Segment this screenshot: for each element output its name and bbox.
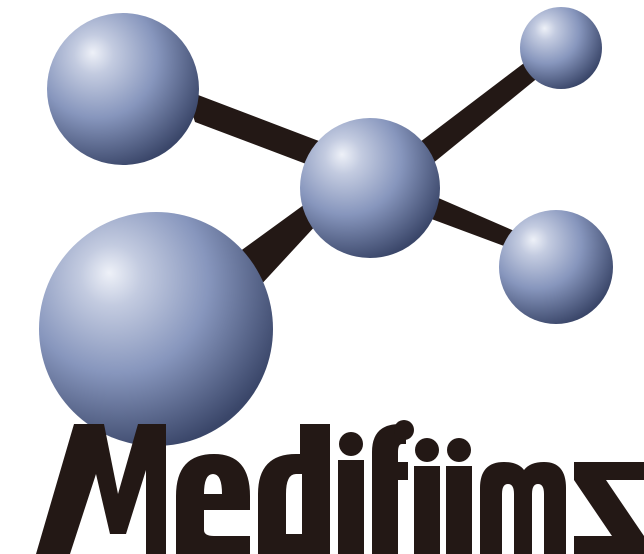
wordmark-letter-s [574, 462, 644, 554]
wordmark-letter-i2-dot [415, 438, 439, 462]
molecule-atoms [39, 7, 613, 446]
wordmark-letter-i2-stem [414, 466, 440, 554]
atom-large-bottom-left [39, 212, 273, 446]
wordmark-letter-i3-stem [446, 466, 472, 554]
atom-center [300, 118, 440, 258]
wordmark-letter-m2 [480, 462, 566, 554]
bond-right [418, 190, 526, 252]
bond-top-right [420, 60, 540, 164]
wordmark-letter-f [372, 424, 408, 554]
wordmark-letter-i-dot [339, 432, 363, 456]
atom-top-left [47, 13, 199, 165]
wordmark-letter-e [176, 454, 250, 554]
wordmark-letter-i-stem [338, 460, 364, 554]
bond-top-left [185, 90, 332, 170]
logo-wordmark [36, 420, 644, 554]
wordmark-letter-i3-dot [447, 438, 471, 462]
atom-small-top-right [520, 7, 602, 89]
atom-right [499, 210, 613, 324]
wordmark-letter-d [258, 424, 330, 554]
wordmark-letter-m [36, 424, 166, 554]
wordmark-letter-f-dot [394, 420, 414, 440]
